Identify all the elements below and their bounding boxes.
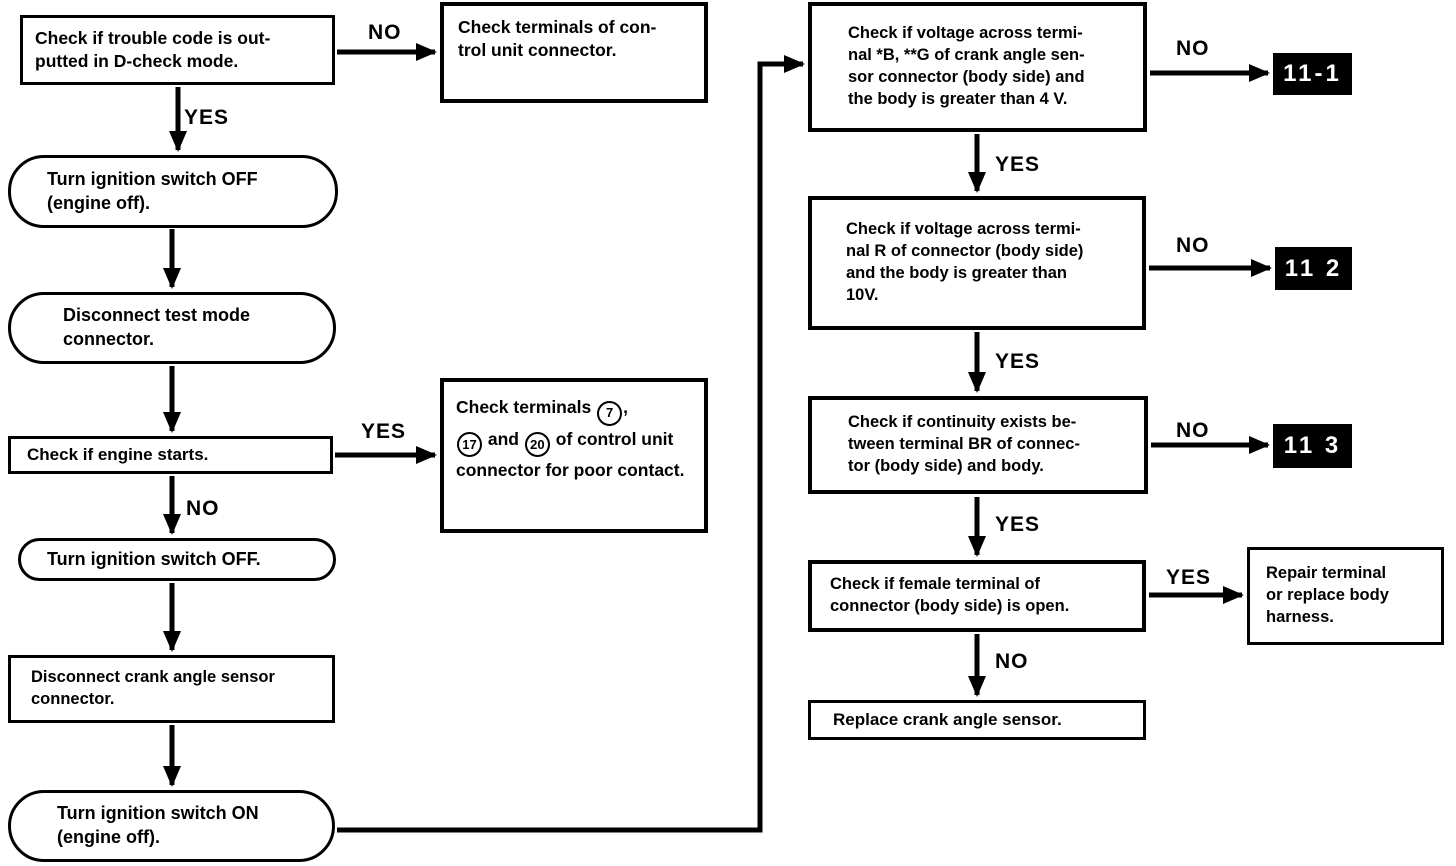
node-text: Disconnect test mode connector. <box>63 305 251 349</box>
node-check-continuity-br: Check if continuity exists be- tween ter… <box>808 396 1148 494</box>
node-text: Disconnect crank angle sensor connector. <box>31 668 275 708</box>
node-check-engine-starts: Check if engine starts. <box>8 436 333 474</box>
node-disconnect-test-mode: Disconnect test mode connector. <box>8 292 336 364</box>
node-replace-crank-sensor: Replace crank angle sensor. <box>808 700 1146 740</box>
reference-badge-11-3: 11 3 <box>1273 424 1352 468</box>
node-check-terminals-7-17-20: Check terminals 7, 17 and 20 of control … <box>440 378 708 533</box>
node-text: Check if trouble code is out- putted in … <box>35 27 271 71</box>
node-repair-terminal: Repair terminal or replace body harness. <box>1247 547 1444 645</box>
node-text: Check if voltage across termi- nal *B, *… <box>848 24 1085 108</box>
edge-label-no: NO <box>1176 37 1210 60</box>
edge-label-yes: YES <box>184 106 230 129</box>
node-text: Turn ignition switch ON (engine off). <box>57 803 259 847</box>
edge-label-yes: YES <box>995 513 1041 536</box>
edge-label-no: NO <box>995 650 1029 673</box>
node-text: Repair terminal or replace body harness. <box>1266 564 1389 626</box>
edge-label-yes: YES <box>361 420 407 443</box>
node-text: Check if voltage across termi- nal R of … <box>846 220 1084 304</box>
node-turn-ignition-off-engine-off: Turn ignition switch OFF (engine off). <box>8 155 338 228</box>
node-text: Turn ignition switch OFF (engine off). <box>47 168 258 213</box>
node-text: Check terminals of con- trol unit connec… <box>458 17 657 61</box>
node-check-terminals-control-unit: Check terminals of con- trol unit connec… <box>440 2 708 103</box>
edge-label-yes: YES <box>995 153 1041 176</box>
node-check-voltage-b-g: Check if voltage across termi- nal *B, *… <box>808 2 1147 132</box>
circled-17: 17 <box>457 432 482 458</box>
edge-label-no: NO <box>186 497 220 520</box>
edge-label-no: NO <box>1176 419 1210 442</box>
node-check-voltage-r: Check if voltage across termi- nal R of … <box>808 196 1146 330</box>
node-disconnect-crank-sensor: Disconnect crank angle sensor connector. <box>8 655 335 723</box>
circled-20: 20 <box>524 432 550 458</box>
node-text: Check if female terminal of connector (b… <box>830 575 1070 615</box>
node-check-trouble-code: Check if trouble code is out- putted in … <box>20 15 335 85</box>
reference-badge-11-2: 11 2 <box>1275 247 1352 290</box>
node-text: Turn ignition switch OFF. <box>47 548 261 569</box>
node-text: Check if continuity exists be- tween ter… <box>848 413 1080 475</box>
node-text: Check terminals 7, 17 and 20 of control … <box>456 397 685 481</box>
edge-label-yes: YES <box>995 350 1041 373</box>
reference-badge-11-1: 11-1 <box>1273 53 1352 95</box>
circled-7: 7 <box>597 400 623 426</box>
edge-label-yes: YES <box>1166 566 1212 589</box>
edge-label-no: NO <box>368 21 402 44</box>
node-turn-ignition-off: Turn ignition switch OFF. <box>18 538 336 581</box>
node-turn-ignition-on: Turn ignition switch ON (engine off). <box>8 790 335 862</box>
edge-label-no: NO <box>1176 234 1210 257</box>
node-check-female-terminal: Check if female terminal of connector (b… <box>808 560 1146 632</box>
edge-long-to-check-voltage <box>337 55 805 833</box>
node-text: Check if engine starts. <box>27 444 209 464</box>
node-text: Replace crank angle sensor. <box>833 709 1062 729</box>
